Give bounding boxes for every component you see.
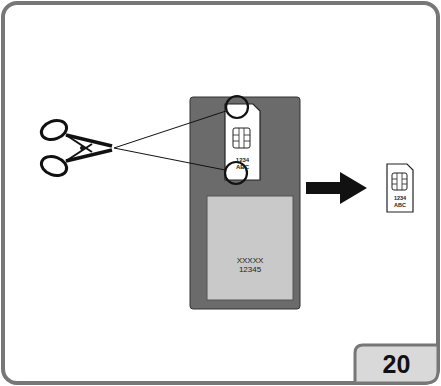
- step-number-box: 20: [355, 345, 438, 383]
- label-text: 1234 ABC: [392, 195, 408, 208]
- sim-carrier-card: [190, 97, 300, 309]
- info-panel: [207, 196, 293, 300]
- sim-label: 1234 ABC: [225, 150, 260, 178]
- sim-chip: [233, 128, 250, 148]
- sim-label: 1234 ABC: [387, 192, 413, 211]
- number-tab: [355, 345, 438, 383]
- scissors-icon: [39, 117, 112, 179]
- pointer-line: [114, 148, 225, 170]
- info-panel-box: XXXXX 12345: [207, 240, 293, 290]
- sim-chip: [392, 173, 407, 190]
- frame: [3, 3, 438, 383]
- label-text: XXXXX 12345: [233, 256, 267, 274]
- chip-contacts: [392, 173, 407, 190]
- cut-point: [226, 96, 248, 118]
- label-text: 1234 ABC: [233, 157, 253, 171]
- pointer-line: [114, 111, 226, 148]
- step-number: 20: [383, 350, 411, 379]
- sim-card: [387, 164, 413, 212]
- result-arrow: [306, 172, 367, 204]
- chip-contacts: [233, 128, 250, 148]
